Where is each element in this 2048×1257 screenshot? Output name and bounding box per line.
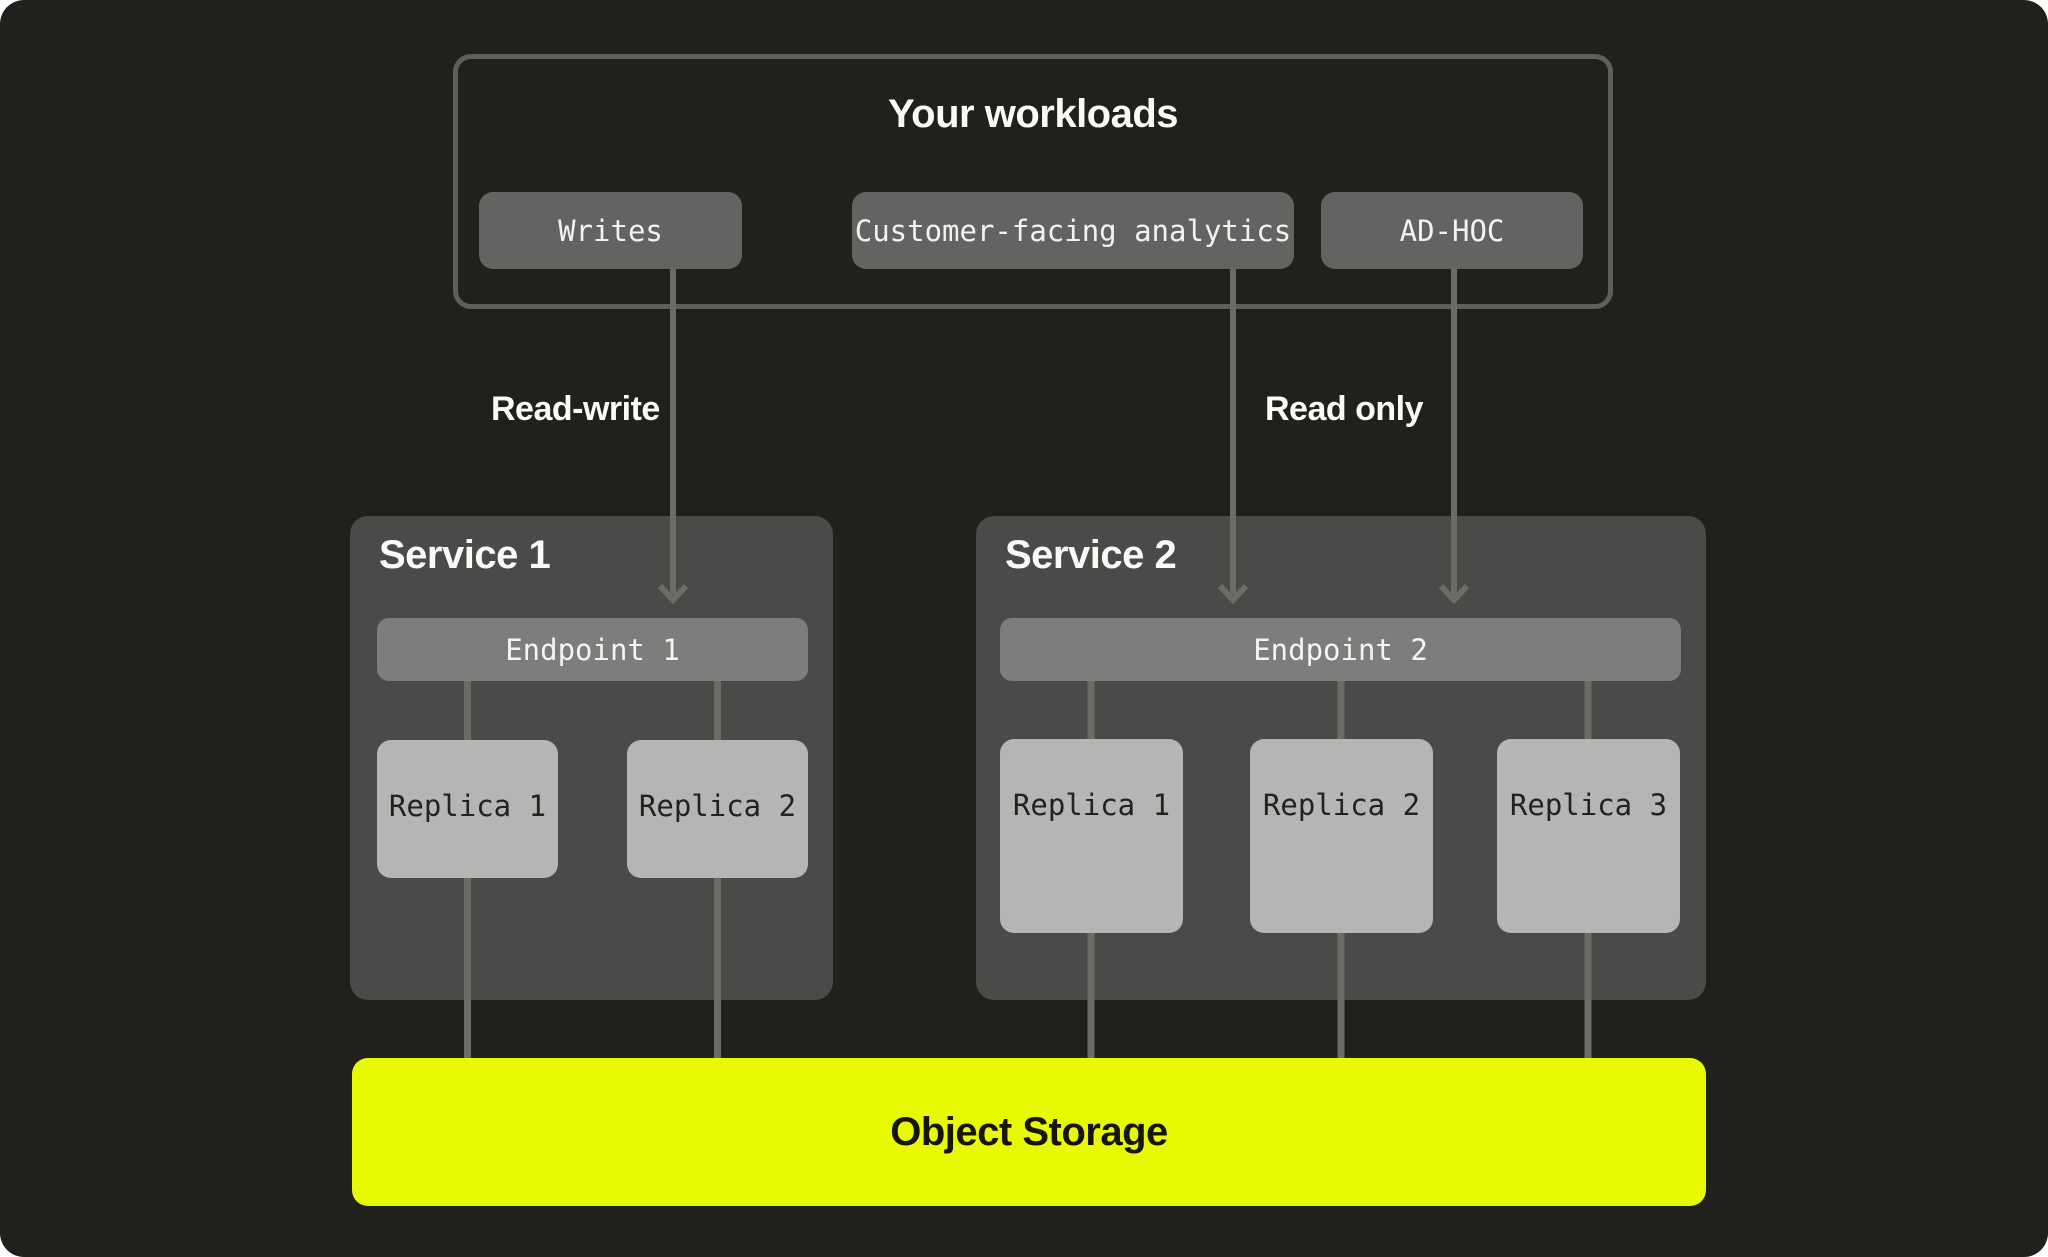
- endpoint-1: Endpoint 1: [377, 618, 808, 681]
- read-only-label: Read only: [1265, 390, 1423, 428]
- workload-chip-adhoc: AD-HOC: [1321, 192, 1583, 269]
- workload-chip-analytics: Customer-facing analytics: [852, 192, 1294, 269]
- service-2-replica-2: Replica 2: [1250, 739, 1433, 933]
- service-2-replica-1: Replica 1: [1000, 739, 1183, 933]
- service-2-replica-3: Replica 3: [1497, 739, 1680, 933]
- read-write-label: Read-write: [491, 390, 660, 428]
- service-1-replica-2: Replica 2: [627, 740, 808, 878]
- object-storage-bar: Object Storage: [352, 1058, 1706, 1206]
- service-2-title: Service 2: [1005, 533, 1177, 577]
- service-1-replica-1: Replica 1: [377, 740, 558, 878]
- your-workloads-panel: Your workloads Writes Customer-facing an…: [453, 54, 1613, 309]
- endpoint-2: Endpoint 2: [1000, 618, 1681, 681]
- service-1-title: Service 1: [379, 533, 551, 577]
- object-storage-label: Object Storage: [890, 1109, 1168, 1154]
- workload-chip-writes: Writes: [479, 192, 742, 269]
- workloads-title: Your workloads: [887, 92, 1179, 136]
